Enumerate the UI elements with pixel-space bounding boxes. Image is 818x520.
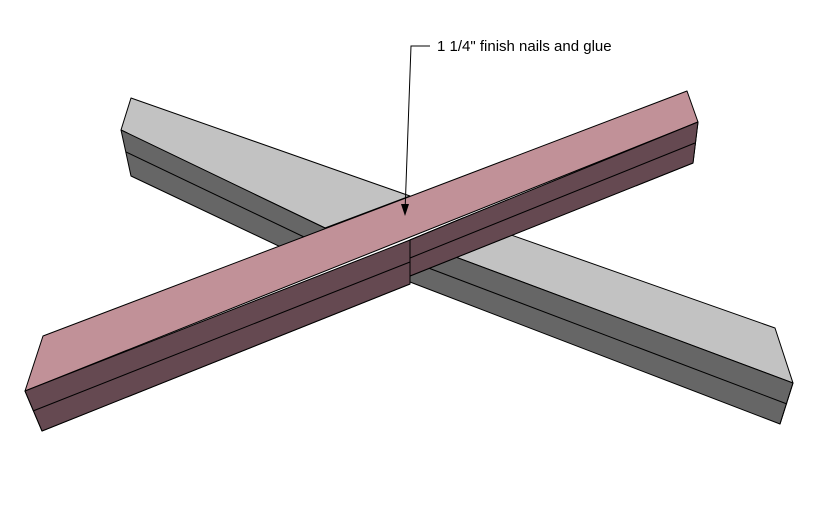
gray-board xyxy=(120,97,794,425)
callout-leader-line xyxy=(404,45,430,213)
pink-board-seam-front xyxy=(32,261,411,412)
pink-board-side-face-front xyxy=(24,239,411,432)
gray-board-seam-left xyxy=(125,151,326,248)
pink-board xyxy=(24,90,699,432)
gray-board-end-right xyxy=(779,382,794,425)
pink-board-side-face-back xyxy=(409,121,699,277)
callout-arrowhead xyxy=(401,204,409,216)
callout: 1 1/4" finish nails and glue xyxy=(401,38,612,216)
gray-board-seam-right xyxy=(409,260,788,405)
callout-label: 1 1/4" finish nails and glue xyxy=(437,38,612,55)
pink-board-seam-back xyxy=(409,142,696,259)
